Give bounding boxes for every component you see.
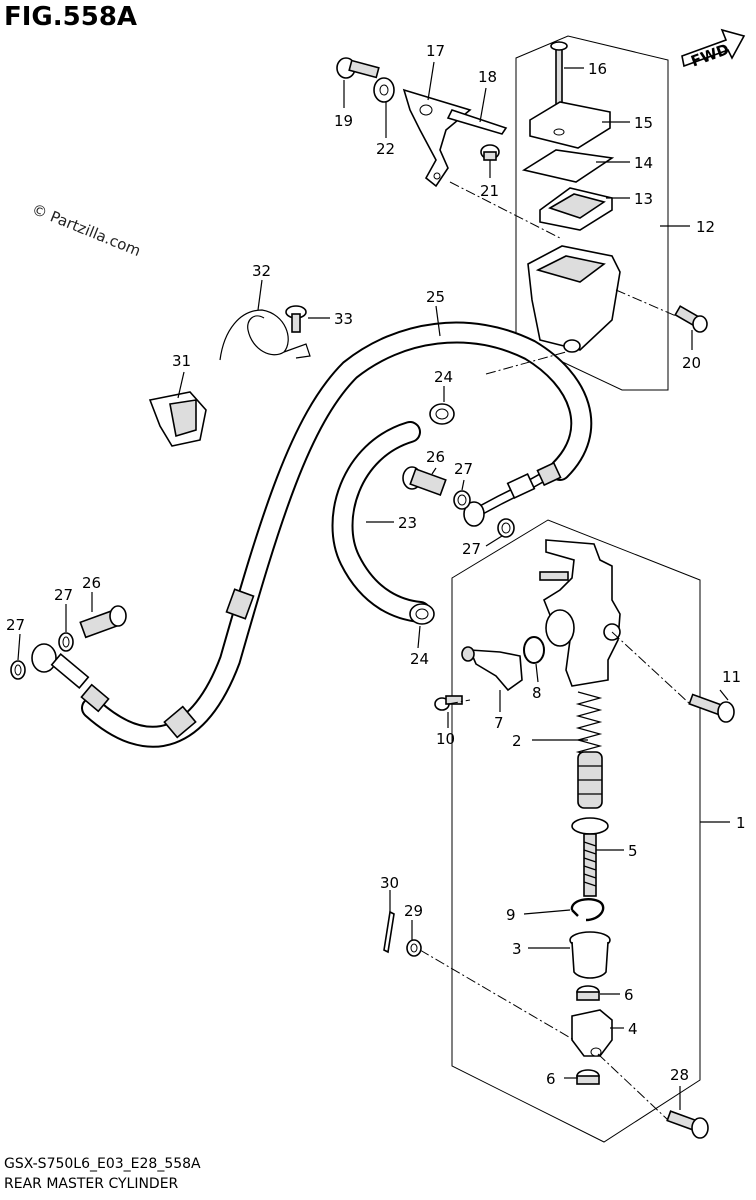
label-27a: 27 <box>454 460 473 478</box>
label-12: 12 <box>696 218 715 236</box>
label-26a: 26 <box>426 448 445 466</box>
plate-18 <box>446 109 508 135</box>
hose-clamp-24-lower <box>409 603 435 625</box>
model-code: GSX-S750L6_E03_E28_558A <box>4 1156 201 1172</box>
label-27c: 27 <box>54 586 73 604</box>
screw-10 <box>434 695 463 711</box>
pipe-fitting-upper <box>463 461 562 527</box>
bolt-20 <box>674 305 708 333</box>
label-17: 17 <box>426 42 445 60</box>
label-18: 18 <box>478 68 497 86</box>
connector-7 <box>461 646 523 692</box>
reservoir-body <box>527 245 621 353</box>
bracket-17 <box>402 88 472 188</box>
plate-14 <box>521 149 615 183</box>
label-5: 5 <box>628 842 638 860</box>
clevis-4 <box>571 1009 613 1057</box>
boot-3 <box>569 931 611 979</box>
banjo-bolt-26-upper <box>402 466 447 497</box>
label-10: 10 <box>436 730 455 748</box>
label-4: 4 <box>628 1020 638 1038</box>
nut-21 <box>480 144 500 161</box>
label-25: 25 <box>426 288 445 306</box>
label-6a: 6 <box>624 986 634 1004</box>
label-15: 15 <box>634 114 653 132</box>
label-14: 14 <box>634 154 653 172</box>
grommet-22 <box>373 77 395 103</box>
hose-clamp-24-upper <box>429 403 455 425</box>
fwd-arrow-icon: FWD <box>681 28 746 70</box>
screw-33 <box>285 305 307 333</box>
cotter-pin-30 <box>383 910 395 954</box>
label-3: 3 <box>512 940 522 958</box>
label-11: 11 <box>722 668 741 686</box>
label-8: 8 <box>532 684 542 702</box>
fwd-label: FWD <box>689 40 732 70</box>
label-19: 19 <box>334 112 353 130</box>
bolt-11 <box>688 693 735 723</box>
label-23: 23 <box>398 514 417 532</box>
label-2: 2 <box>512 732 522 750</box>
circlip-9 <box>570 898 605 922</box>
label-9: 9 <box>506 906 516 924</box>
banjo-fitting-left <box>31 643 110 713</box>
piston <box>577 751 603 809</box>
label-32: 32 <box>252 262 271 280</box>
hose-23 <box>331 421 431 623</box>
label-27d: 27 <box>6 616 25 634</box>
label-1: 1 <box>736 814 746 832</box>
label-20: 20 <box>682 354 701 372</box>
label-24a: 24 <box>434 368 453 386</box>
banjo-bolt-26-left <box>79 605 127 639</box>
master-cylinder-group-box <box>451 519 701 1143</box>
label-30: 30 <box>380 874 399 892</box>
spring-clip-32 <box>219 309 311 361</box>
label-6b: 6 <box>546 1070 556 1088</box>
label-22: 22 <box>376 140 395 158</box>
bolt-19 <box>336 57 380 79</box>
pin-28 <box>666 1110 709 1139</box>
label-7: 7 <box>494 714 504 732</box>
push-rod-5 <box>571 817 609 897</box>
label-29: 29 <box>404 902 423 920</box>
spring-2 <box>575 691 603 765</box>
reservoir-cap-15 <box>529 101 611 149</box>
label-21: 21 <box>480 182 499 200</box>
nut-6-upper <box>576 985 600 1001</box>
label-16: 16 <box>588 60 607 78</box>
figure-title: FIG.558A <box>4 2 138 32</box>
label-27b: 27 <box>462 540 481 558</box>
hose-25 <box>81 321 593 748</box>
label-13: 13 <box>634 190 653 208</box>
label-28: 28 <box>670 1066 689 1084</box>
label-33: 33 <box>334 310 353 328</box>
diagram-caption: REAR MASTER CYLINDER <box>4 1176 179 1192</box>
master-cylinder-body <box>539 539 621 687</box>
nut-6-lower <box>576 1069 600 1085</box>
clamp-31 <box>148 391 207 447</box>
label-31: 31 <box>172 352 191 370</box>
screw-16 <box>550 41 568 137</box>
label-24b: 24 <box>410 650 429 668</box>
diaphragm-13 <box>539 187 613 231</box>
o-ring-8 <box>523 636 545 664</box>
label-26b: 26 <box>82 574 101 592</box>
